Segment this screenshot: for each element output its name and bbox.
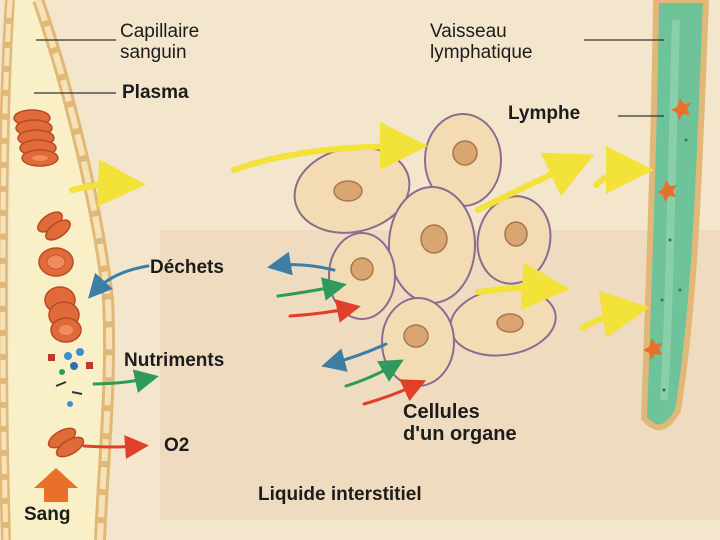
nutrient-arrow: [276, 277, 347, 301]
nutrient-arrows: [92, 277, 404, 393]
waste-label: Déchets: [150, 257, 224, 278]
leader-lines: [34, 39, 664, 117]
red-blood-cells: [13, 109, 85, 458]
waste-arrow: [87, 264, 150, 299]
oxygen-arrow: [82, 435, 149, 460]
plasma-label: Plasma: [122, 82, 189, 103]
red-blood-cell-bottom: [47, 427, 85, 458]
cells-label-line: Cellules: [403, 401, 480, 423]
interstitial-flow-arrow: [231, 122, 428, 173]
oxygen-arrows: [82, 299, 427, 460]
red-blood-cell-front: [38, 247, 74, 277]
waste-arrow: [321, 342, 388, 372]
vessel-label-line: Vaisseau: [430, 21, 507, 42]
organ-cell: [328, 232, 396, 320]
blood-flow-arrow: [34, 468, 78, 502]
cells-label: Cellules d'un organe: [403, 401, 517, 445]
capillary-label-line: sanguin: [120, 41, 187, 63]
oxygen-label: O2: [164, 435, 190, 456]
flow-arrows: [69, 122, 654, 339]
vessel-label: Vaisseau lymphatique: [430, 21, 533, 63]
cells-label-line: d'un organe: [403, 422, 517, 445]
lymph-inflow-arrow: [593, 146, 654, 195]
blood-label: Sang: [24, 504, 71, 525]
lymph-particles: [643, 98, 691, 392]
oxygen-arrow: [288, 299, 361, 323]
interstitial-flow-arrow: [475, 152, 595, 213]
lymph-label: Lymphe: [508, 103, 581, 124]
oxygen-arrow: [362, 379, 427, 406]
nutrient-arrow: [344, 359, 404, 388]
red-blood-cell-stack: [13, 109, 59, 167]
interstitial-label: Liquide interstitiel: [258, 484, 422, 505]
waste-arrow: [267, 251, 336, 276]
nutrient-particles: [48, 348, 93, 407]
vessel-label-line: lymphatique: [430, 41, 533, 63]
nutrient-arrow: [92, 369, 159, 393]
organ-cell: [381, 297, 455, 387]
interstitial-flow-arrow: [475, 262, 570, 311]
organ-cell: [476, 195, 552, 285]
capillary-label-line: Capillaire: [120, 21, 200, 42]
nutrients-label: Nutriments: [124, 350, 225, 371]
red-blood-cell-cluster: [44, 286, 82, 343]
red-blood-cell-side: [37, 211, 71, 241]
waste-arrows: [87, 251, 388, 372]
lymph-inflow-arrow: [579, 290, 650, 339]
organ-cell: [388, 186, 476, 304]
capillary-label: Capillaire sanguin: [120, 21, 200, 63]
plasma-outflow-arrow: [69, 158, 146, 207]
